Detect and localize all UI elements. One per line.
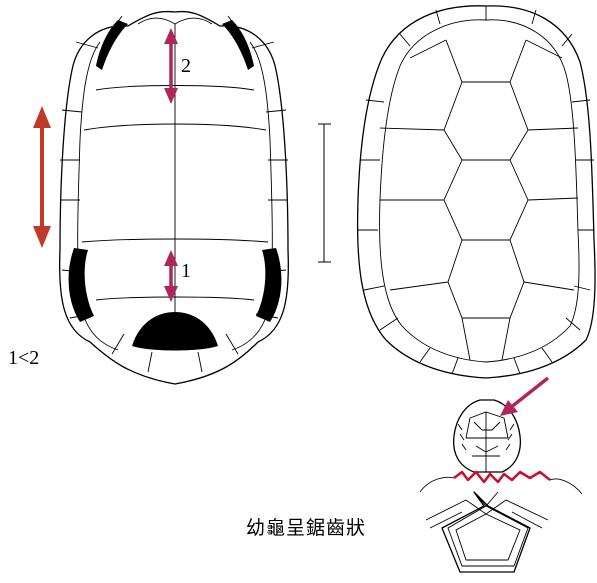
limb-outline-right <box>550 479 582 494</box>
shell-length-arrow <box>33 106 51 248</box>
measure-label-1: 1 <box>181 260 191 282</box>
scale-bar <box>318 124 331 262</box>
juvenile-caption: 幼龜呈鋸齒狀 <box>246 517 366 539</box>
carapace-drawing <box>358 6 595 378</box>
measure-arrow-2 <box>164 28 178 104</box>
scute-detail <box>426 492 548 572</box>
measure-arrow-1 <box>164 250 178 302</box>
serrated-edge <box>454 472 550 482</box>
plastron-drawing <box>60 12 289 384</box>
pointer-arrow <box>500 378 548 416</box>
comparison-label: 1<2 <box>8 347 39 369</box>
measure-label-2: 2 <box>181 55 191 77</box>
limb-outline-left <box>420 477 454 492</box>
